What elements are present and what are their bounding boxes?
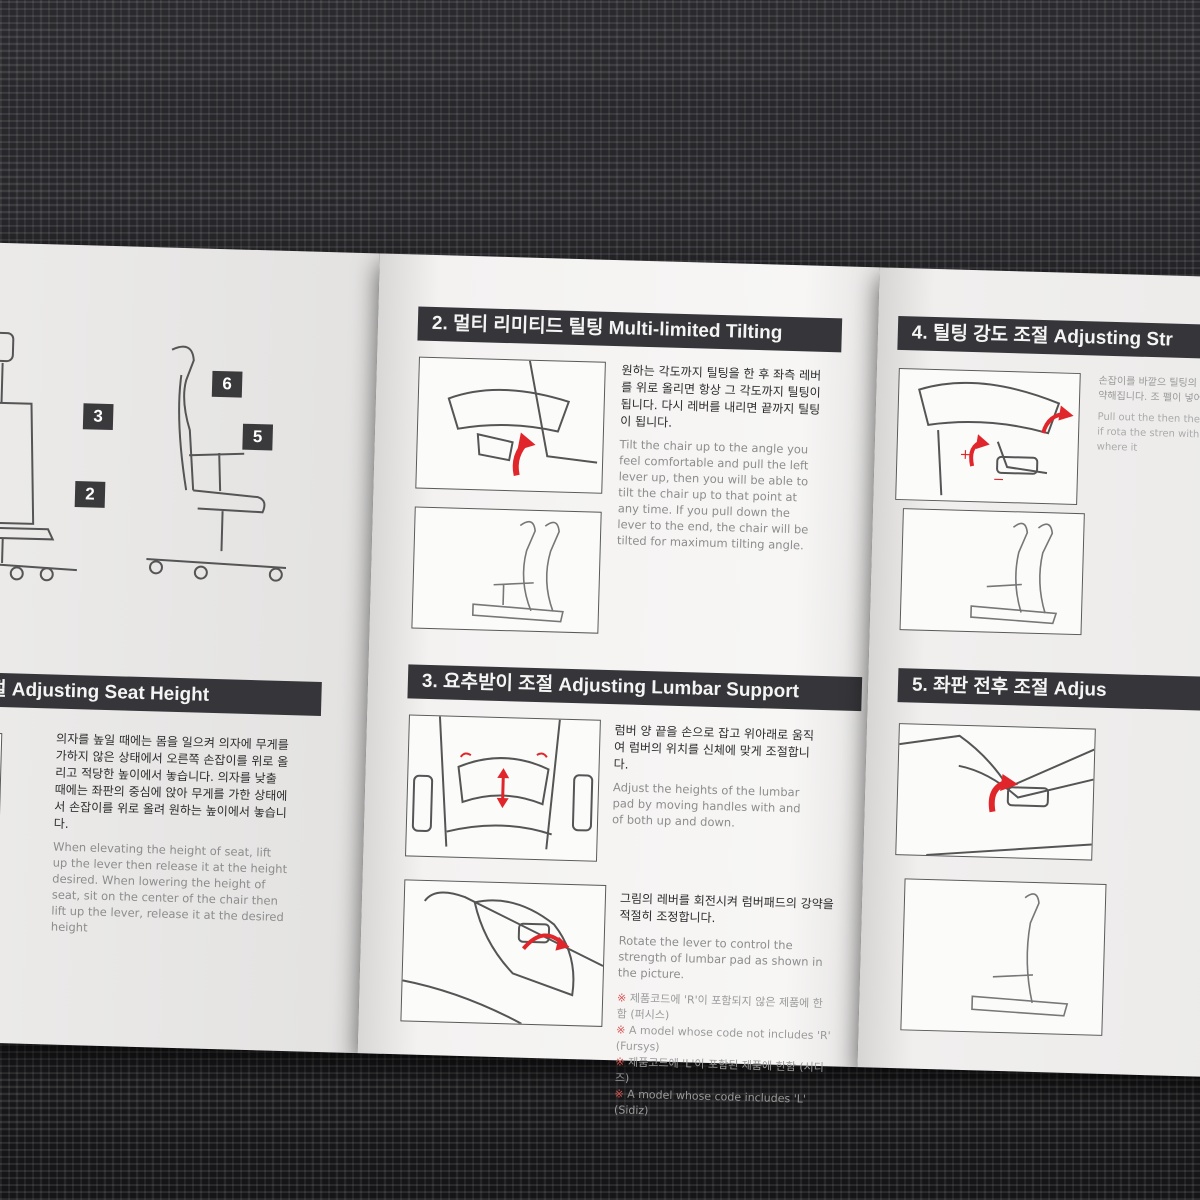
note-mark: ※ [616,991,627,1005]
section-title-seat-height: 조절 Adjusting Seat Height [0,671,322,716]
seat-height-en-text: When elevating the height of seat, lift … [50,839,288,935]
badge-6: 6 [211,370,243,398]
tilting-strength-figure: + − [895,367,1081,506]
tilting-ko-text: 원하는 각도까지 틸팅을 한 후 좌측 레버를 위로 올리면 항상 그 각도까지… [620,363,822,430]
chair-front-figure [0,322,114,586]
chair-side-figure [145,339,292,593]
tilting-strength-ko-text: 손잡이를 바깥으 틸팅의 강해지고 약해집니다. 조 펠이 넣어 주 [1097,375,1200,405]
section-title-seat-depth: 5. 좌판 전후 조절 Adjus [897,668,1200,712]
seat-depth-chair-figure [900,878,1107,1036]
badge-3: 3 [82,403,114,431]
section-title-tilting-strength: 4. 틸팅 강도 조절 Adjusting Str [897,315,1200,361]
note-3-text: 제품코드에 'L'이 포함된 제품에 한함 (시디즈) [614,1055,825,1085]
lumbar-en-text: Adjust the heights of the lumbar pad by … [611,780,801,830]
note-mark: ※ [615,1055,625,1069]
left-panel: 3 2 6 5 조절 Adjusting Seat He [0,242,380,1054]
lumbar-strength-en-text: Rotate the lever to control the strength… [617,933,823,982]
note-mark: ※ [614,1087,624,1101]
lumbar-strength-figure [400,879,607,1027]
note-1-text: 제품코드에 'R'이 포함되지 않은 제품에 한함 (퍼시스) [616,991,824,1022]
note-2-text: A model whose code not includes 'R' (Fur… [615,1023,831,1054]
lumbar-height-figure [405,714,601,862]
seat-height-figure-1 [0,731,3,866]
tilting-strength-description: 손잡이를 바깥으 틸팅의 강해지고 약해집니다. 조 펠이 넣어 주 Pull … [1097,374,1200,459]
model-notes: ※ 제품코드에 'R'이 포함되지 않은 제품에 한함 (퍼시스) ※ A mo… [614,990,832,1124]
tilting-en-text: Tilt the chair up to the angle you feel … [616,437,809,553]
instruction-pamphlet: 3 2 6 5 조절 Adjusting Seat He [0,242,1200,1117]
right-panel: 4. 틸팅 강도 조절 Adjusting Str + − [857,267,1200,1078]
seat-height-description: 의자를 높일 때에는 몸을 일으켜 의자에 무게를 가하지 않은 상태에서 오른… [51,731,292,941]
lumbar-height-description: 럼버 양 끝을 손으로 잡고 위아래로 움직여 럼버의 위치를 신체에 맞게 조… [612,722,815,833]
tilting-lever-figure [415,356,606,494]
lumbar-ko-text: 럼버 양 끝을 손으로 잡고 위아래로 움직여 럼버의 위치를 신체에 맞게 조… [613,723,815,772]
seat-height-ko-text: 의자를 높일 때에는 몸을 일으켜 의자에 무게를 가하지 않은 상태에서 오른… [53,731,289,831]
note-4-text: A model whose code includes 'L' (Sidiz) [613,1087,807,1118]
lumbar-strength-description: 그림의 레버를 회전시켜 럼버패드의 강약을 적절히 조정합니다. Rotate… [614,890,835,1124]
note-4: ※ A model whose code includes 'L' (Sidiz… [614,1086,830,1124]
badge-2: 2 [74,481,106,508]
note-mark: ※ [616,1023,626,1037]
tilting-chair-figure [411,506,602,634]
tilting-strength-chair-figure [899,508,1085,636]
minus-mark: − [993,472,1005,488]
lumbar-strength-ko-text: 그림의 레버를 회전시켜 럼버패드의 강약을 적절히 조정합니다. [619,891,835,926]
section-title-multi-limited-tilting: 2. 멀티 리미티드 틸팅 Multi-limited Tilting [417,306,843,353]
middle-panel: 2. 멀티 리미티드 틸팅 Multi-limited Tilting [357,253,880,1117]
section-title-lumbar-support: 3. 요추받이 조절 Adjusting Lumbar Support [407,664,863,712]
tilting-strength-en-text: Pull out the then the s and if rota the … [1096,411,1200,454]
tilting-description: 원하는 각도까지 틸팅을 한 후 좌측 레버를 위로 올리면 항상 그 각도까지… [617,362,822,554]
seat-depth-hand-figure [895,723,1096,861]
badge-5: 5 [242,423,274,451]
plus-mark: + [959,447,971,463]
